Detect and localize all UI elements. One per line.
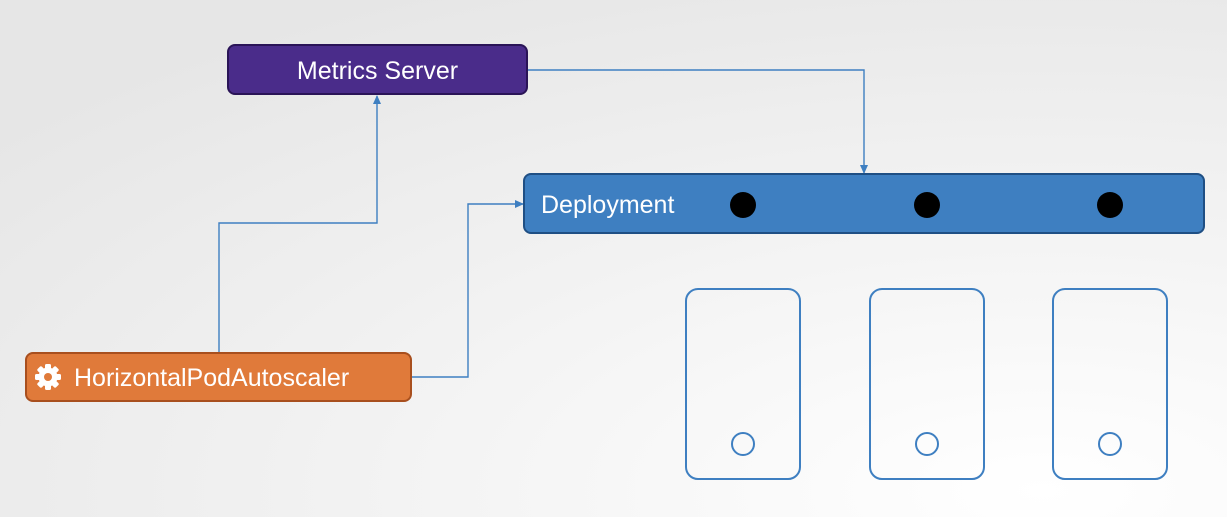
pod-outline — [869, 288, 985, 480]
pod-button-icon — [731, 432, 755, 456]
connector-metrics-to-deployment — [528, 69, 868, 174]
hpa-node: HorizontalPodAutoscaler — [25, 352, 412, 402]
deployment-node: Deployment — [523, 173, 1205, 234]
replica-dot — [914, 192, 940, 218]
pod — [1052, 288, 1168, 480]
pod-button-icon — [915, 432, 939, 456]
pod — [869, 288, 985, 480]
pods — [685, 288, 1168, 480]
hpa-box — [25, 352, 412, 402]
metrics-server-box — [227, 44, 528, 95]
deployment-box — [523, 173, 1205, 234]
pod-outline — [685, 288, 801, 480]
connector-hpa-to-deployment — [412, 200, 524, 378]
connector-hpa-to-metrics — [218, 95, 381, 352]
replica-dot — [1097, 192, 1123, 218]
pod-button-icon — [1098, 432, 1122, 456]
metrics-server-label: Metrics Server — [297, 57, 458, 85]
hpa-label: HorizontalPodAutoscaler — [74, 364, 349, 392]
deployment-label: Deployment — [541, 191, 674, 219]
pod-outline — [1052, 288, 1168, 480]
connectors — [218, 69, 868, 378]
metrics-server-node: Metrics Server — [227, 44, 528, 95]
gear-icon — [35, 364, 61, 390]
replica-dots — [730, 192, 1123, 218]
pod — [685, 288, 801, 480]
replica-dot — [730, 192, 756, 218]
